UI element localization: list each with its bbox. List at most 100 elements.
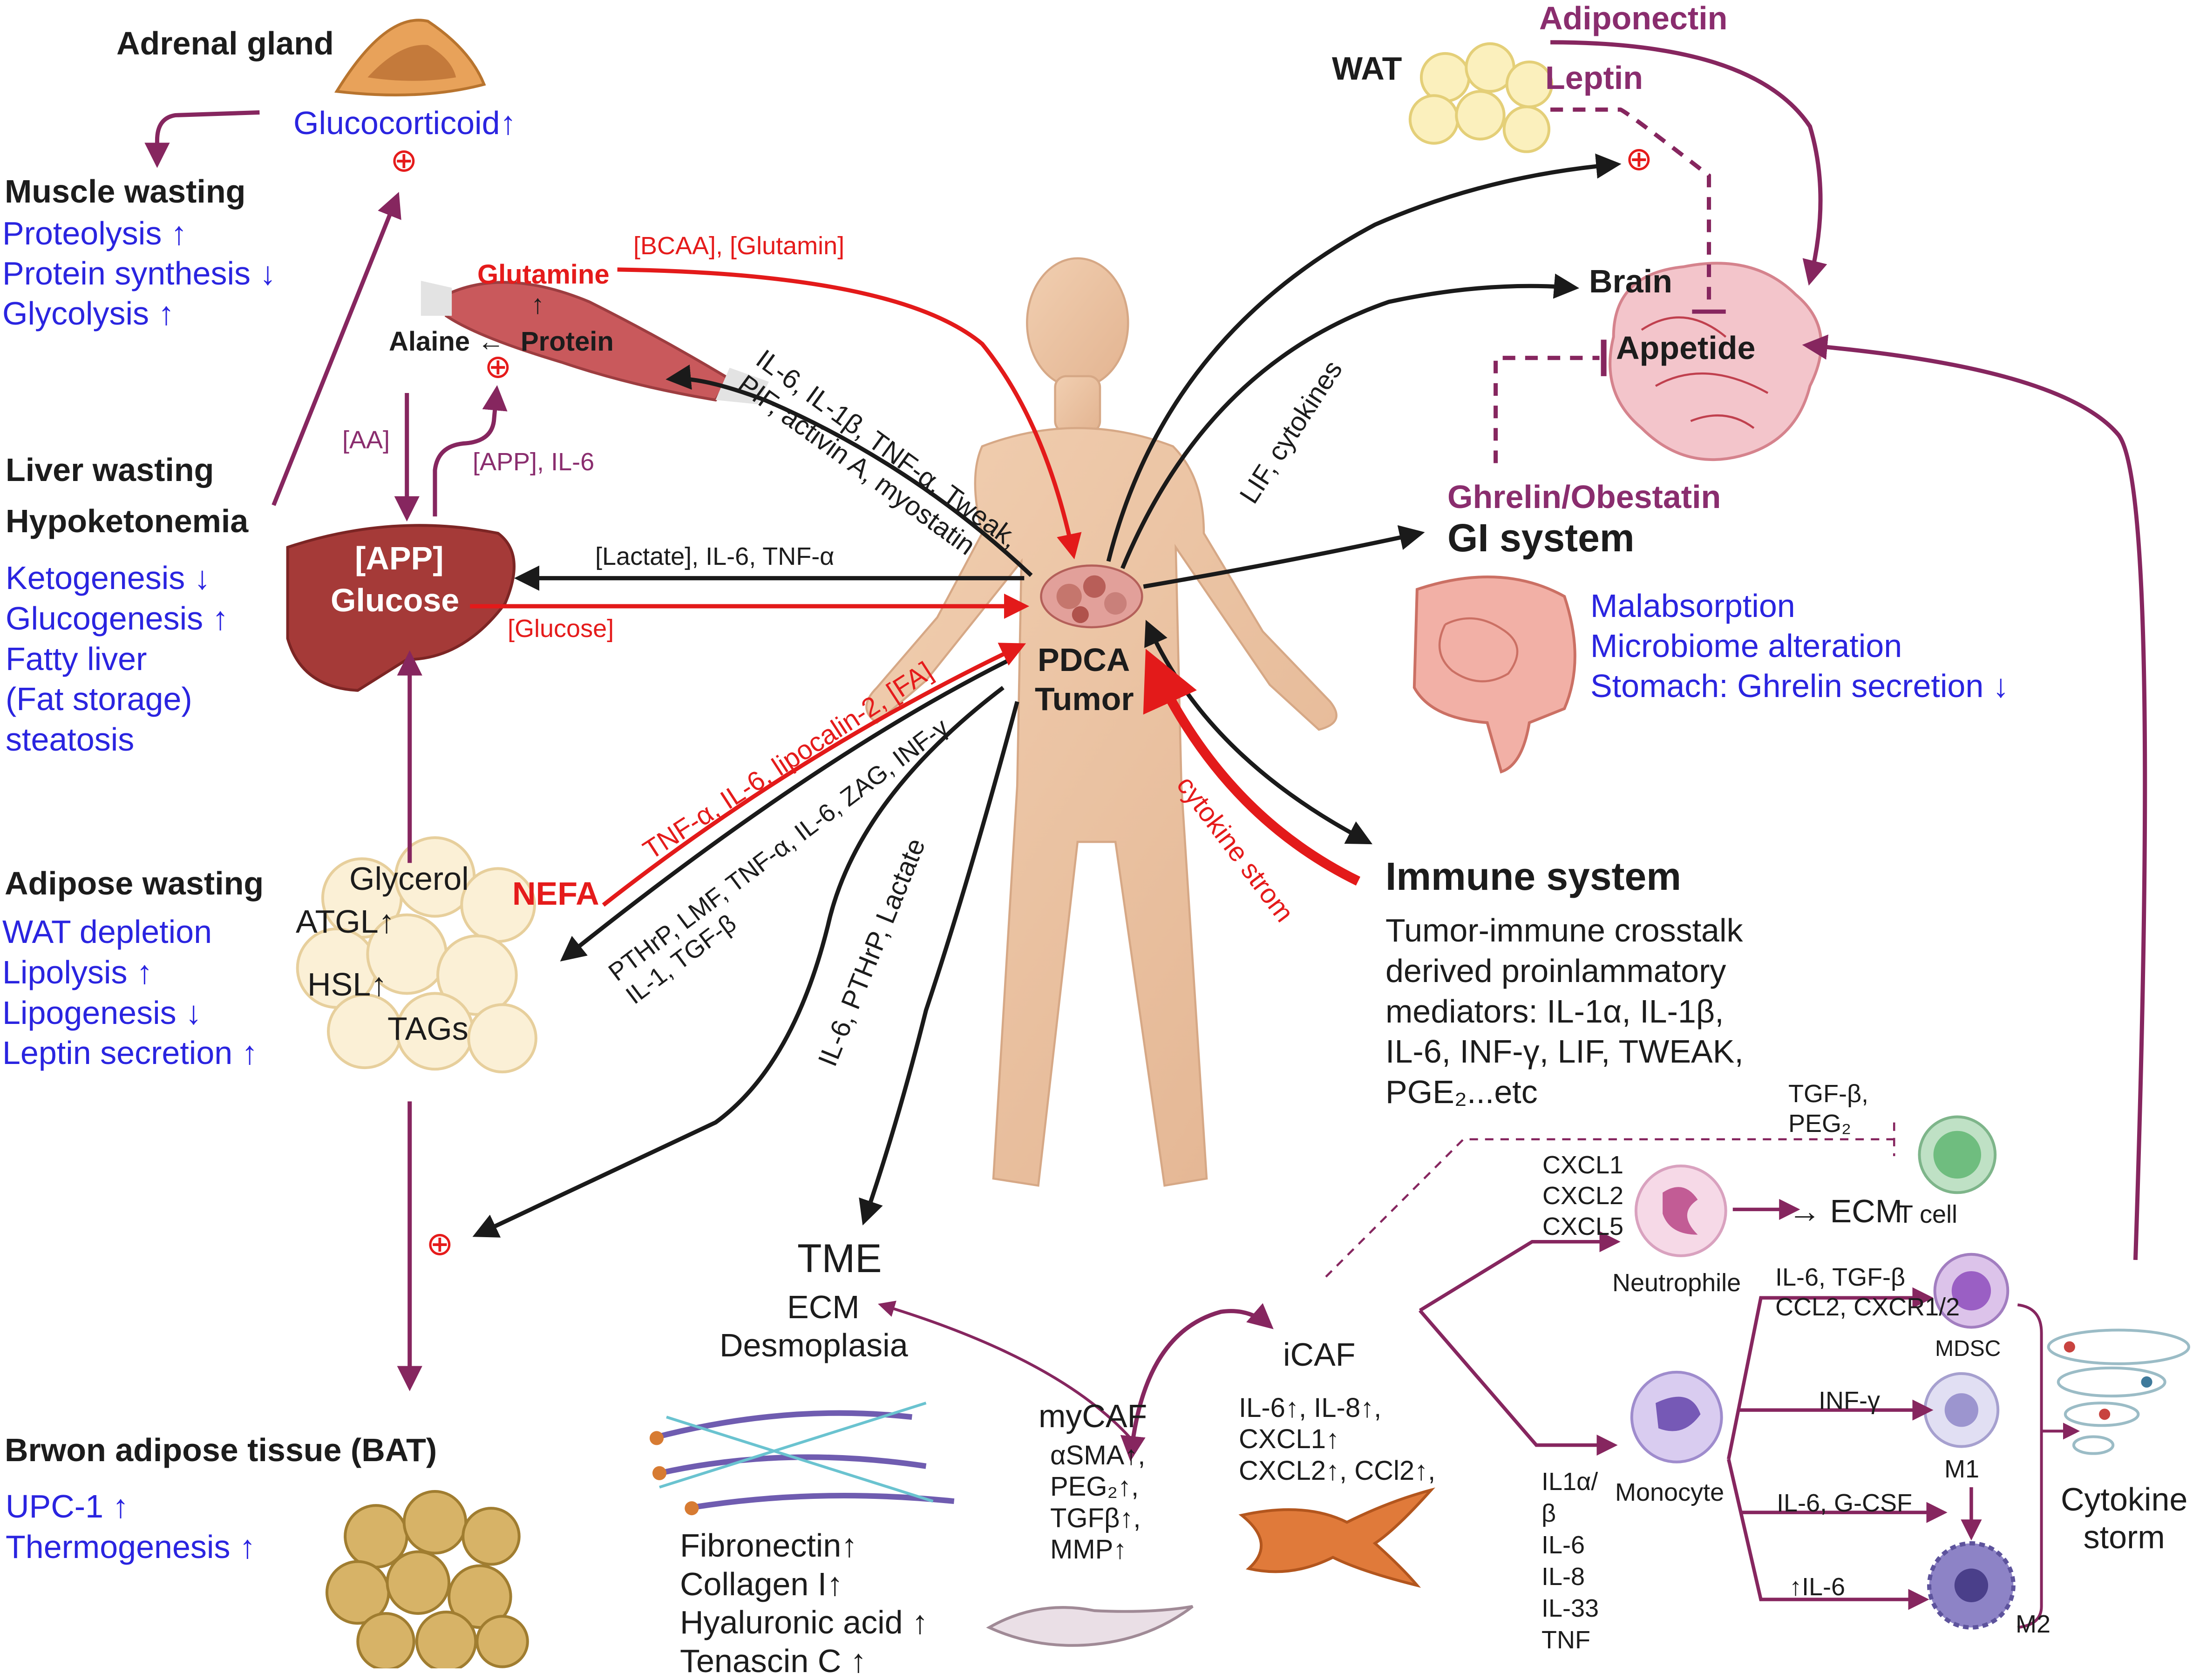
immune-line-4: PGE₂...etc	[1385, 1074, 1538, 1111]
il6-gcsf-label: IL-6, G-CSF	[1777, 1489, 1913, 1517]
alaine-label: Alaine ←	[389, 326, 505, 357]
tgf-peg-line-0: TGF-β,	[1788, 1080, 1869, 1108]
mdsc-signal-0: IL-6, TGF-β	[1775, 1263, 1906, 1291]
cxcl-0: CXCL1	[1542, 1151, 1624, 1179]
bat-plus-icon: ⊕	[426, 1226, 454, 1262]
adipose-effect-3: Leptin secretion ↑	[2, 1035, 258, 1071]
m1-label: M1	[1944, 1455, 1980, 1483]
pancreas-tumor-illustration	[1040, 564, 1143, 629]
glucocorticoid-label: Glucocorticoid↑	[293, 105, 516, 141]
gi-effect-0: Malabsorption	[1590, 588, 1795, 624]
mycaf-marker-3: MMP↑	[1050, 1534, 1127, 1565]
tme-component-2: Hyaluronic acid ↑	[680, 1604, 928, 1641]
mdsc-illustration	[1933, 1253, 2010, 1329]
icaf-marker-2: CXCL2↑, CCl2↑,	[1239, 1455, 1436, 1486]
bcaa-arrow-label: [BCAA], [Glutamin]	[633, 232, 845, 260]
ghrelin-label: Ghrelin/Obestatin	[1447, 479, 1721, 515]
adrenal-gland-label: Adrenal gland	[116, 25, 334, 61]
liver-effect-2: Fatty liver	[6, 640, 147, 677]
infg-label: INF-γ	[1819, 1387, 1880, 1415]
brain-illustration	[1609, 262, 1823, 461]
tumor-to-brain-arrow	[1120, 273, 1580, 569]
leptin-inhibition-line	[1550, 107, 1711, 306]
mycaf-title: myCAF	[1039, 1398, 1148, 1434]
adrenal-plus-icon: ⊕	[390, 142, 418, 178]
nefa-label: NEFA	[512, 875, 599, 912]
cxcl-1: CXCL2	[1542, 1181, 1624, 1210]
gi-effect-1: Microbiome alteration	[1590, 628, 1902, 664]
brown-adipose-illustration	[325, 1490, 529, 1668]
m2-label: M2	[2016, 1610, 2051, 1638]
adipose-effect-1: Lipolysis ↑	[2, 954, 153, 990]
immune-line-3: IL-6, INF-γ, LIF, TWEAK,	[1385, 1033, 1744, 1070]
bat-title: Brwon adipose tissue (BAT)	[5, 1432, 437, 1468]
bat-effects-list: UPC-1 ↑ Thermogenesis ↑	[6, 1486, 256, 1567]
cxcl-2: CXCL5	[1542, 1212, 1624, 1240]
icaf-cell-illustration	[1238, 1487, 1435, 1588]
mdsc-signal-1: CCL2, CXCR1/2	[1775, 1293, 1960, 1321]
bat-effect-1: Thermogenesis ↑	[6, 1528, 256, 1565]
il-list-2: IL-6	[1541, 1531, 1585, 1559]
aa-label: [AA]	[342, 426, 390, 454]
tme-component-3: Tenascin C ↑	[680, 1642, 867, 1679]
wat-illustration	[1408, 42, 1554, 153]
tumor-to-tme-arrow	[859, 701, 1019, 1226]
adipose-tissue-illustration	[296, 836, 537, 1074]
hypoketonemia-title: Hypoketonemia	[6, 503, 249, 539]
cxcl-list: CXCL1 CXCL2 CXCL5	[1542, 1150, 1623, 1242]
adipose-effect-0: WAT depletion	[2, 914, 212, 950]
t-cell-illustration	[1918, 1115, 1997, 1194]
mycaf-marker-2: TGFβ↑,	[1050, 1503, 1141, 1533]
tgf-tcell-dashed-line	[1325, 1122, 1895, 1278]
liver-effect-3: (Fat storage)	[6, 681, 192, 718]
liver-effect-4: steatosis	[6, 721, 135, 758]
glycerol-label: Glycerol	[349, 860, 469, 897]
bcaa-arrow	[617, 267, 1082, 560]
tumor-label-line2: Tumor	[1035, 681, 1134, 717]
gi-system-title: GI system	[1447, 516, 1635, 560]
brain-label: Brain	[1589, 263, 1672, 299]
monocyte-il-list: IL1α/ β IL-6 IL-8 IL-33 TNF	[1541, 1466, 1599, 1656]
monocyte-branches	[1727, 1287, 1934, 1460]
adipose-effect-2: Lipogenesis ↓	[2, 994, 202, 1031]
tumor-to-adipose-arrow	[560, 657, 1012, 962]
muscle-effect-2: Glycolysis ↑	[2, 295, 175, 332]
atgl-label: ATGL↑	[296, 903, 395, 940]
immune-line-2: mediators: IL-1α, IL-1β,	[1385, 993, 1724, 1030]
storm-line-0: Cytokine	[2061, 1481, 2188, 1517]
cells-ecm-label: → ECM	[1788, 1193, 1902, 1229]
hsl-label: HSL↑	[307, 966, 387, 1003]
muscle-effect-0: Proteolysis ↑	[2, 215, 187, 251]
adipose-effects-list: WAT depletion Lipolysis ↑ Lipogenesis ↓ …	[2, 912, 258, 1073]
app-il6-label: [APP], IL-6	[473, 448, 595, 476]
tumor-to-bat-arrow	[472, 686, 1005, 1238]
tme-ecm-label: ECM	[787, 1289, 860, 1325]
m1-macrophage-illustration	[1923, 1372, 2000, 1448]
mycaf-marker-1: PEG₂↑,	[1050, 1471, 1139, 1502]
gi-effects-list: Malabsorption Microbiome alteration Stom…	[1590, 586, 2009, 706]
macrophages-to-storm-bracket	[2017, 1303, 2077, 1629]
ghrelin-inhibition-line	[1494, 356, 1600, 463]
mdsc-signal-label: IL-6, TGF-β CCL2, CXCR1/2	[1775, 1263, 1960, 1322]
tumor-to-wat-arrow	[1106, 153, 1622, 562]
muscle-wasting-title: Muscle wasting	[5, 173, 246, 210]
adrenal-gland-illustration	[334, 19, 486, 97]
il-list-4: IL-33	[1541, 1594, 1599, 1623]
adiponectin-label: Adiponectin	[1539, 0, 1728, 36]
app-il6-arrow	[433, 385, 508, 517]
liver-glucose-label: Glucose	[331, 582, 460, 618]
monocyte-label: Monocyte	[1615, 1478, 1725, 1506]
mdsc-label: MDSC	[1935, 1336, 2001, 1361]
leptin-label: Leptin	[1545, 60, 1643, 96]
protein-label: Protein	[521, 326, 614, 357]
muscle-effects-list: Proteolysis ↑ Protein synthesis ↓ Glycol…	[2, 213, 276, 333]
mycaf-icaf-arrow	[1120, 1303, 1274, 1462]
mycaf-markers-list: αSMA↑, PEG₂↑, TGFβ↑, MMP↑	[1050, 1440, 1145, 1565]
tme-component-0: Fibronectin↑	[680, 1527, 858, 1564]
mycaf-marker-0: αSMA↑,	[1050, 1440, 1146, 1470]
immune-mediators-list: Tumor-immune crosstalk derived proinlamm…	[1385, 910, 1744, 1112]
liver-wasting-title: Liver wasting	[6, 452, 214, 488]
immune-system-title: Immune system	[1385, 854, 1681, 898]
